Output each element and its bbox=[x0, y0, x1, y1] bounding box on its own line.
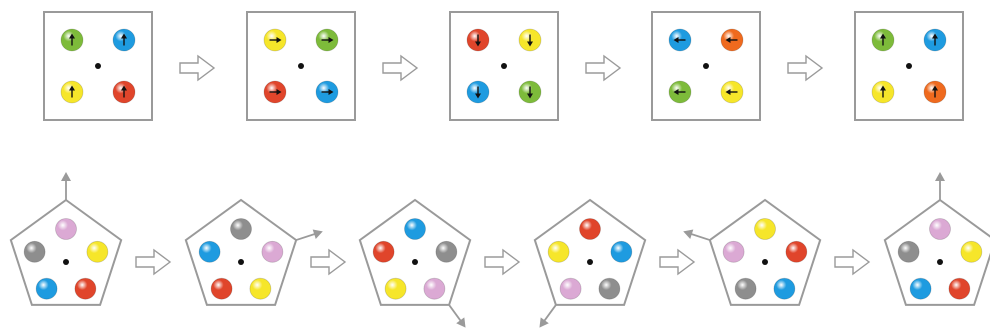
direction-arrow-right bbox=[321, 37, 334, 43]
center-dot bbox=[298, 63, 304, 69]
center-dot bbox=[937, 259, 943, 265]
ball-gray bbox=[435, 240, 458, 263]
ball-red bbox=[74, 277, 97, 300]
ball-yellow bbox=[384, 277, 407, 300]
ball-blue bbox=[909, 277, 932, 300]
ball-red bbox=[579, 218, 601, 240]
pentagon-frame bbox=[533, 198, 647, 306]
direction-arrow-right bbox=[321, 89, 334, 95]
ball-gray bbox=[598, 277, 621, 300]
ball-pink bbox=[423, 277, 446, 300]
direction-arrow-left bbox=[673, 89, 686, 95]
pentagon-frame bbox=[883, 198, 990, 306]
ball-gray bbox=[23, 240, 46, 263]
transition-arrow bbox=[834, 248, 871, 276]
direction-arrow-up bbox=[932, 85, 938, 98]
direction-arrow-down bbox=[527, 86, 533, 99]
pointer-arrow-head bbox=[61, 172, 71, 181]
pentagon-panel-1 bbox=[9, 172, 123, 306]
center-dot bbox=[501, 63, 507, 69]
direction-arrow-up bbox=[880, 85, 886, 98]
center-dot bbox=[762, 259, 768, 265]
direction-arrow-up bbox=[69, 33, 75, 46]
ball-blue bbox=[610, 240, 633, 263]
ball-blue bbox=[198, 240, 221, 263]
ball-pink bbox=[929, 218, 951, 240]
pentagon-frame bbox=[9, 198, 123, 306]
pointer-arrow-head bbox=[539, 317, 549, 328]
direction-arrow-up bbox=[880, 33, 886, 46]
ball-blue bbox=[773, 277, 796, 300]
direction-arrow-down bbox=[475, 34, 481, 47]
center-dot bbox=[587, 259, 593, 265]
ball-red bbox=[785, 240, 808, 263]
ball-gray bbox=[734, 277, 757, 300]
direction-arrow-up bbox=[932, 33, 938, 46]
ball-red bbox=[948, 277, 971, 300]
center-dot bbox=[63, 259, 69, 265]
direction-arrow-up bbox=[121, 85, 127, 98]
pointer-arrow-head bbox=[683, 229, 694, 239]
transition-arrow bbox=[484, 248, 521, 276]
direction-arrow-left bbox=[725, 37, 738, 43]
ball-yellow bbox=[86, 240, 109, 263]
ball-yellow bbox=[547, 240, 570, 263]
center-dot bbox=[238, 259, 244, 265]
ball-pink bbox=[55, 218, 77, 240]
pentagon-frame bbox=[184, 198, 298, 306]
direction-arrow-down bbox=[475, 86, 481, 99]
transition-arrow bbox=[585, 54, 622, 82]
transition-arrow bbox=[135, 248, 172, 276]
direction-arrow-down bbox=[527, 34, 533, 47]
pentagon-panel-5 bbox=[683, 198, 822, 306]
transition-arrow bbox=[310, 248, 347, 276]
center-dot bbox=[703, 63, 709, 69]
direction-arrow-up bbox=[69, 85, 75, 98]
ball-yellow bbox=[249, 277, 272, 300]
ball-gray bbox=[897, 240, 920, 263]
direction-arrow-left bbox=[673, 37, 686, 43]
pentagon-panel-3 bbox=[358, 198, 472, 328]
direction-arrow-up bbox=[121, 33, 127, 46]
pointer-arrow-head bbox=[312, 229, 323, 239]
pentagon-panel-2 bbox=[184, 198, 323, 306]
ball-red bbox=[372, 240, 395, 263]
ball-pink bbox=[722, 240, 745, 263]
center-dot bbox=[412, 259, 418, 265]
ball-pink bbox=[261, 240, 284, 263]
center-dot bbox=[95, 63, 101, 69]
pointer-arrow-head bbox=[456, 317, 466, 328]
pentagon-panel-6 bbox=[883, 172, 990, 306]
direction-arrow-left bbox=[725, 89, 738, 95]
transition-arrow bbox=[787, 54, 824, 82]
transition-arrow bbox=[382, 54, 419, 82]
ball-red bbox=[210, 277, 233, 300]
direction-arrow-right bbox=[269, 37, 282, 43]
transition-arrow bbox=[659, 248, 696, 276]
ball-blue bbox=[404, 218, 426, 240]
ball-gray bbox=[230, 218, 252, 240]
ball-yellow bbox=[960, 240, 983, 263]
transition-arrow bbox=[179, 54, 216, 82]
pointer-arrow-head bbox=[935, 172, 945, 181]
center-dot bbox=[906, 63, 912, 69]
direction-arrow-right bbox=[269, 89, 282, 95]
pentagon-frame bbox=[708, 198, 822, 306]
ball-yellow bbox=[754, 218, 776, 240]
pentagon-frame bbox=[358, 198, 472, 306]
ball-blue bbox=[35, 277, 58, 300]
ball-pink bbox=[559, 277, 582, 300]
pentagon-panel-4 bbox=[533, 198, 647, 328]
